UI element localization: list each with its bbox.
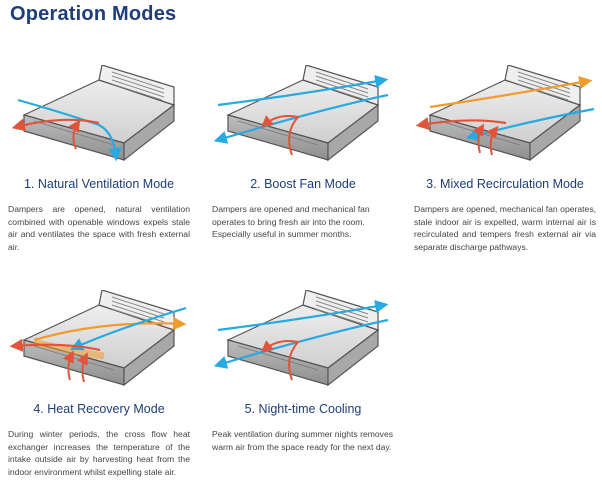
stale-air-arrow (63, 350, 74, 381)
boost-fan-diagram (213, 65, 389, 161)
mode-description: Dampers are opened, natural ventilation … (8, 204, 190, 252)
mode-description: During winter periods, the cross flow he… (8, 429, 190, 477)
stale-air-arrow (472, 123, 485, 154)
stale-air-arrow (9, 338, 101, 352)
fresh-air-arrow (213, 318, 389, 369)
mixed-recirculation-diagram (415, 65, 595, 161)
mode-heading: 5. Night-time Cooling (244, 402, 362, 416)
stale-air-arrow (11, 118, 100, 132)
natural-ventilation-diagram (11, 65, 175, 162)
stale-air-arrow (260, 115, 300, 156)
mode-description: Peak ventilation during summer nights re… (212, 429, 394, 452)
stale-air-arrow (486, 125, 499, 156)
mode-description: Dampers are opened and mechanical fan op… (212, 204, 370, 240)
fresh-air-arrow (213, 93, 389, 144)
mode-heading: 3. Mixed Recirculation Mode (426, 177, 584, 191)
mode-heading: 2. Boost Fan Mode (250, 177, 356, 191)
stale-air-arrow (68, 119, 81, 150)
warm-air-arrow (33, 316, 187, 342)
stale-air-arrow (415, 117, 507, 131)
mode-description: Dampers are opened, mechanical fan opera… (414, 204, 596, 252)
stale-air-arrow (260, 340, 300, 381)
fresh-air-arrow (217, 75, 389, 107)
fresh-air-arrow (17, 98, 122, 162)
warm-air-arrow (429, 76, 593, 109)
page-title: Operation Modes (10, 3, 177, 25)
heat-recovery-diagram (9, 290, 187, 386)
stale-air-arrow (77, 352, 88, 383)
night-time-cooling-diagram (213, 290, 389, 386)
fresh-air-arrow (217, 300, 389, 332)
mode-heading: 1. Natural Ventilation Mode (23, 177, 175, 191)
fresh-air-arrow (69, 306, 187, 351)
mode-heading: 4. Heat Recovery Mode (33, 402, 165, 416)
